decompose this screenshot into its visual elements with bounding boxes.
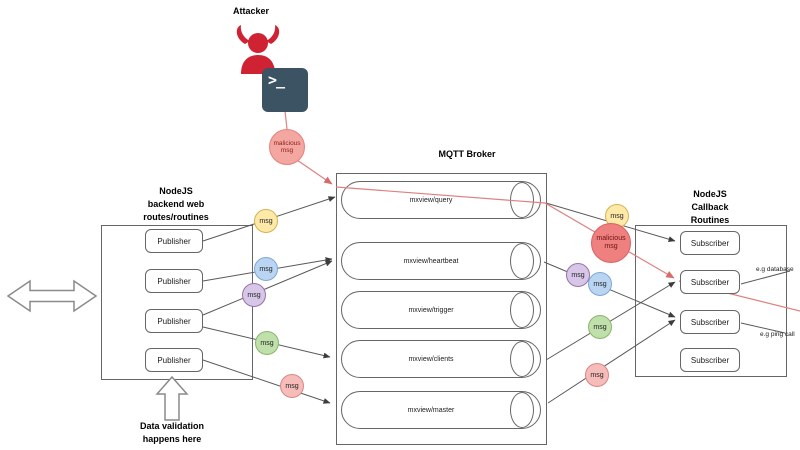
msg-badge-right-blue: msg (588, 272, 612, 296)
msg-badge-left-purple: msg (242, 283, 266, 307)
publisher-box-4: Publisher (145, 348, 203, 372)
cylinder-cap (510, 392, 534, 428)
msg-badge-left-yellow: msg (254, 209, 278, 233)
topic-label: mxview/heartbeat (403, 257, 459, 265)
msg-badge-left-blue: msg (254, 257, 278, 281)
topic-label: mxview/clients (408, 355, 454, 363)
msg-badge-left-red: msg (280, 374, 304, 398)
subscriber-box-1: Subscriber (680, 231, 740, 255)
terminal-prompt-glyph: >_ (268, 71, 285, 89)
subscriber-box-3: Subscriber (680, 310, 740, 334)
cylinder-cap (510, 341, 534, 377)
topic-cylinder-master: mxview/master (341, 391, 541, 429)
attacker-label: Attacker (232, 6, 270, 16)
broker-title: MQTT Broker (438, 149, 496, 159)
terminal-icon: >_ (262, 68, 308, 112)
data-validation-note: Data validation happens here (139, 421, 204, 444)
subscribers-title: NodeJS Callback Routines (690, 189, 730, 225)
publisher-box-2: Publisher (145, 269, 203, 293)
publisher-box-3: Publisher (145, 309, 203, 333)
topic-label: mxview/master (407, 406, 455, 414)
topic-cylinder-clients: mxview/clients (341, 340, 541, 378)
double-arrow-icon (6, 279, 98, 313)
up-arrow-icon (155, 375, 189, 421)
devil-icon (236, 25, 280, 74)
publishers-title: NodeJS backend web routes/routines (143, 186, 209, 222)
msg-badge-right-pink: msg (585, 363, 609, 387)
publisher-box-1: Publisher (145, 229, 203, 253)
malicious-msg-source-badge: malicious msg (269, 129, 305, 165)
msg-badge-left-green: msg (255, 331, 279, 355)
topic-label: mxview/trigger (408, 306, 454, 314)
msg-badge-right-purple: msg (566, 263, 590, 287)
topic-cylinder-query: mxview/query (341, 181, 541, 219)
annotation-database: e.g database (756, 266, 794, 273)
subscriber-box-4: Subscriber (680, 348, 740, 372)
topic-label: mxview/query (409, 196, 453, 204)
topic-cylinder-trigger: mxview/trigger (341, 291, 541, 329)
malicious-msg-broker-badge: malicious msg (591, 223, 631, 263)
annotation-ping-call: e.g ping call (760, 331, 795, 338)
cylinder-cap (510, 292, 534, 328)
topic-cylinder-heartbeat: mxview/heartbeat (341, 242, 541, 280)
msg-badge-right-green: msg (588, 315, 612, 339)
subscriber-box-2: Subscriber (680, 270, 740, 294)
